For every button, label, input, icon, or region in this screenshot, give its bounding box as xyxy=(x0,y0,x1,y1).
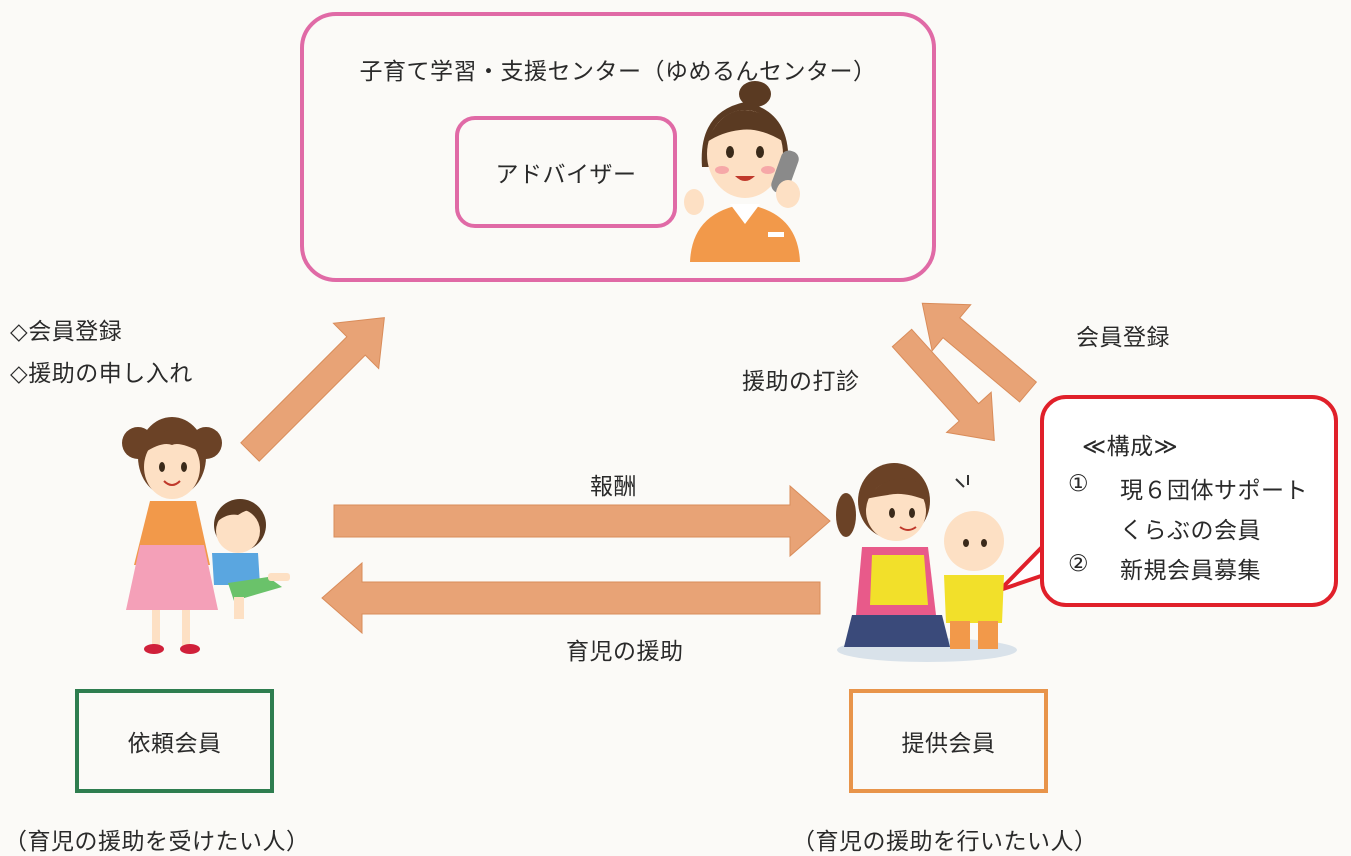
advisor-illustration xyxy=(684,81,800,262)
structure-item1-number: ① xyxy=(1068,471,1090,497)
structure-item1-line2: くらぶの会員 xyxy=(1120,518,1261,544)
provider-member-box: 提供会員 xyxy=(849,689,1048,793)
provider-baby-illustration xyxy=(836,463,1017,662)
advisor-box: アドバイザー xyxy=(455,116,677,228)
mother-child-illustration xyxy=(122,417,290,654)
structure-item2-line1: 新規会員募集 xyxy=(1120,558,1261,584)
support-center-box: 子育て学習・支援センター（ゆめるんセンター） xyxy=(300,12,936,282)
arrow-provider-to-center xyxy=(921,302,1038,403)
reward-label: 報酬 xyxy=(590,474,637,500)
structure-heading: ≪構成≫ xyxy=(1082,434,1179,460)
arrow-center-to-provider xyxy=(891,328,995,442)
client-note-register: ◇会員登録 xyxy=(10,319,123,345)
structure-box: ≪構成≫ ① 現６団体サポート くらぶの会員 ② 新規会員募集 xyxy=(1040,395,1338,607)
support-center-title: 子育て学習・支援センター（ゆめるんセンター） xyxy=(359,59,877,85)
arrow-client-to-center xyxy=(240,317,385,462)
client-member-box: 依頼会員 xyxy=(75,689,274,793)
provider-member-label: 提供会員 xyxy=(901,731,996,757)
structure-item1-line1: 現６団体サポート xyxy=(1120,478,1308,504)
structure-item2-number: ② xyxy=(1068,551,1090,577)
client-member-description: （育児の援助を受けたい人） xyxy=(4,829,310,855)
arrow-reward xyxy=(333,484,831,558)
provider-member-description: （育児の援助を行いたい人） xyxy=(792,829,1098,855)
provider-register-label: 会員登録 xyxy=(1076,325,1170,351)
client-note-request: ◇援助の申し入れ xyxy=(10,361,193,387)
client-member-label: 依頼会員 xyxy=(127,731,222,757)
childcare-help-label: 育児の援助 xyxy=(566,639,684,665)
arrow-childcare-help xyxy=(321,561,821,635)
sounding-label: 援助の打診 xyxy=(742,369,860,395)
advisor-label: アドバイザー xyxy=(495,162,637,188)
